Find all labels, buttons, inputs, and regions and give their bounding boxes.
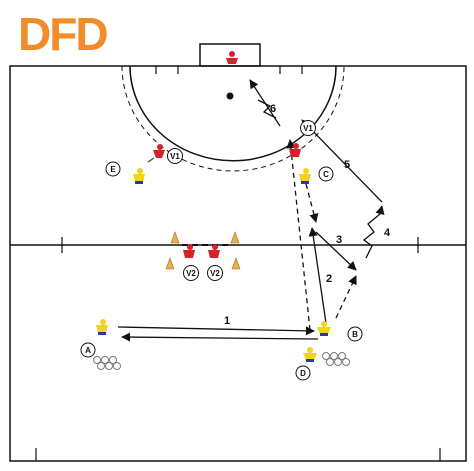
svg-text:V2: V2 <box>210 269 220 278</box>
svg-text:B: B <box>352 330 358 339</box>
attacker-a <box>96 319 108 335</box>
goal <box>199 43 261 67</box>
pass-3 <box>315 231 357 271</box>
run-C-down <box>305 183 319 223</box>
attacker-d <box>303 347 317 362</box>
run-B-wide <box>335 275 357 319</box>
pass-label-1: 1 <box>224 315 230 327</box>
pass-lines <box>117 79 383 342</box>
defender-v1-right <box>289 143 301 157</box>
defender-v1-left <box>147 144 165 163</box>
attacker-c <box>299 168 311 184</box>
label-V1-left: V1 <box>167 148 183 164</box>
run-B-up <box>286 139 311 331</box>
pass-label-5: 5 <box>344 159 350 171</box>
svg-text:V2: V2 <box>186 269 196 278</box>
svg-text:A: A <box>85 346 91 355</box>
pass-5 <box>301 119 383 203</box>
pass-label-2: 2 <box>326 273 332 285</box>
label-V1-right: V1 <box>300 120 316 136</box>
pass-1-return <box>121 332 319 342</box>
logo-text: DFD <box>18 8 107 60</box>
svg-text:E: E <box>110 165 116 174</box>
label-C: C <box>318 166 334 182</box>
runs <box>286 139 357 331</box>
goalkeeper <box>226 51 238 64</box>
label-A: A <box>80 342 96 358</box>
pass-label-3: 3 <box>336 234 342 246</box>
label-B: B <box>347 326 363 342</box>
baseline-ticks <box>155 66 303 74</box>
pass-1-forward <box>117 326 315 336</box>
balls-A <box>93 356 121 370</box>
dribble-6 <box>257 99 277 119</box>
label-V2-left: V2 <box>183 265 199 281</box>
attacker-e <box>133 168 145 184</box>
shooting-circle <box>129 65 337 162</box>
svg-text:C: C <box>323 170 329 179</box>
label-V2-right: V2 <box>207 265 223 281</box>
svg-text:D: D <box>300 369 306 378</box>
halfway-ticks <box>61 237 419 253</box>
pass-label-4: 4 <box>384 227 391 239</box>
cones <box>165 231 241 270</box>
attacker-b <box>317 321 331 336</box>
label-D: D <box>295 365 311 381</box>
pass-2 <box>308 227 327 324</box>
balls-D <box>322 352 350 366</box>
svg-text:V1: V1 <box>303 124 313 133</box>
defender-v2-left <box>183 244 195 258</box>
logo: DFD <box>18 8 128 60</box>
defender-v2-right <box>208 244 220 258</box>
svg-text:V1: V1 <box>170 152 180 161</box>
label-E: E <box>105 161 121 177</box>
pass-label-6: 6 <box>270 103 276 115</box>
dashed-circle <box>121 65 345 172</box>
bottom-ticks <box>35 448 441 461</box>
dribble-4 <box>362 205 385 259</box>
penalty-spot <box>226 92 234 100</box>
